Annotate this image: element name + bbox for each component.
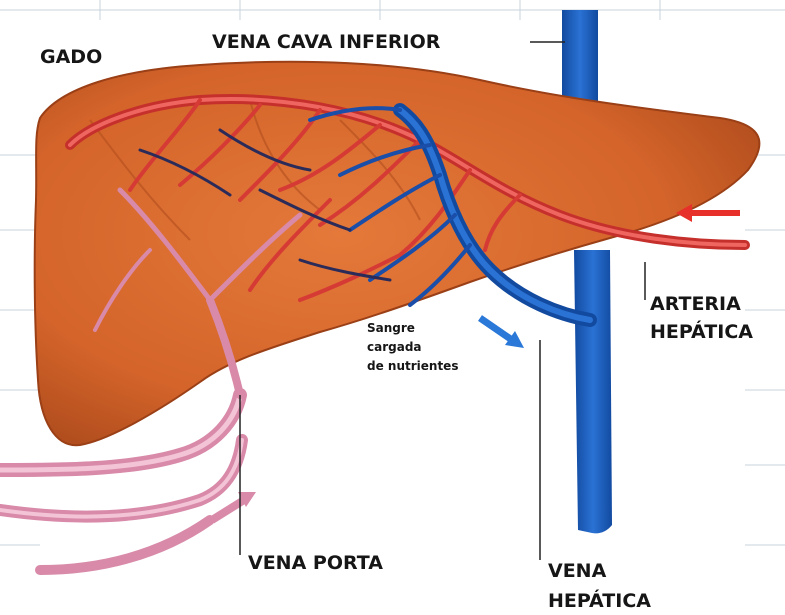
arrow-blue-outgoing xyxy=(480,318,524,348)
hepatic-vein-label-line1: VENA xyxy=(548,556,651,586)
hepatic-artery-label-line1: ARTERIA xyxy=(650,290,753,318)
hepatic-vein-label-line2: HEPÁTICA xyxy=(548,586,651,615)
portal-vein-label: VENA PORTA xyxy=(248,552,383,574)
nutrient-blood-label-line2: cargada xyxy=(367,338,458,357)
hepatic-vein-label: VENA HEPÁTICA xyxy=(548,556,651,615)
nutrient-blood-label: Sangre cargada de nutrientes xyxy=(367,319,458,376)
nutrient-blood-label-line3: de nutrientes xyxy=(367,357,458,376)
nutrient-blood-label-line1: Sangre xyxy=(367,319,458,338)
hepatic-artery-label-line2: HEPÁTICA xyxy=(650,318,753,346)
liver-label: GADO xyxy=(40,46,102,68)
hepatic-artery-label: ARTERIA HEPÁTICA xyxy=(650,290,753,346)
inferior-vena-cava-lower xyxy=(574,250,612,533)
inferior-vena-cava-label: VENA CAVA INFERIOR xyxy=(212,31,440,53)
liver-shape xyxy=(35,62,760,445)
